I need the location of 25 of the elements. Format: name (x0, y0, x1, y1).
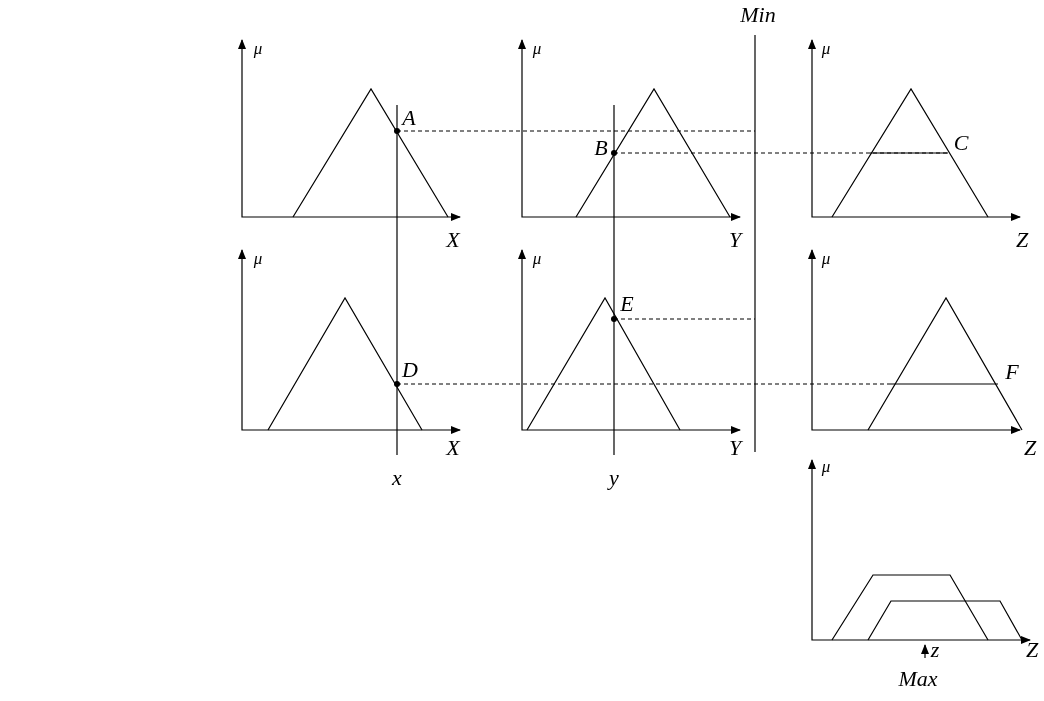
axis-label: μ (821, 249, 831, 267)
axis-label: μ (532, 39, 542, 57)
axis-label: X (446, 229, 460, 251)
axis-label: μ (253, 39, 263, 57)
axis-label: Z (1023, 437, 1037, 459)
value-label: y (609, 467, 619, 489)
axis-label: Z (1025, 639, 1039, 661)
axis-label: Z (1015, 229, 1029, 251)
point-label: E (620, 293, 634, 315)
axis-label: μ (253, 249, 263, 267)
point-label: D (402, 359, 418, 381)
value-label: z (930, 639, 940, 661)
axis-label: Y (728, 437, 742, 459)
operator-label: Min (740, 4, 776, 26)
point-label: F (1005, 361, 1019, 383)
point-label: C (953, 132, 969, 154)
point-label: B (594, 137, 608, 159)
axis-label: X (446, 437, 460, 459)
axis-label: μ (532, 249, 542, 267)
axis-label: μ (821, 457, 831, 475)
operator-label: Max (898, 668, 938, 690)
axis-label: μ (821, 39, 831, 57)
point-label: A (402, 107, 416, 129)
value-label: x (392, 467, 402, 489)
axis-label: Y (728, 229, 742, 251)
